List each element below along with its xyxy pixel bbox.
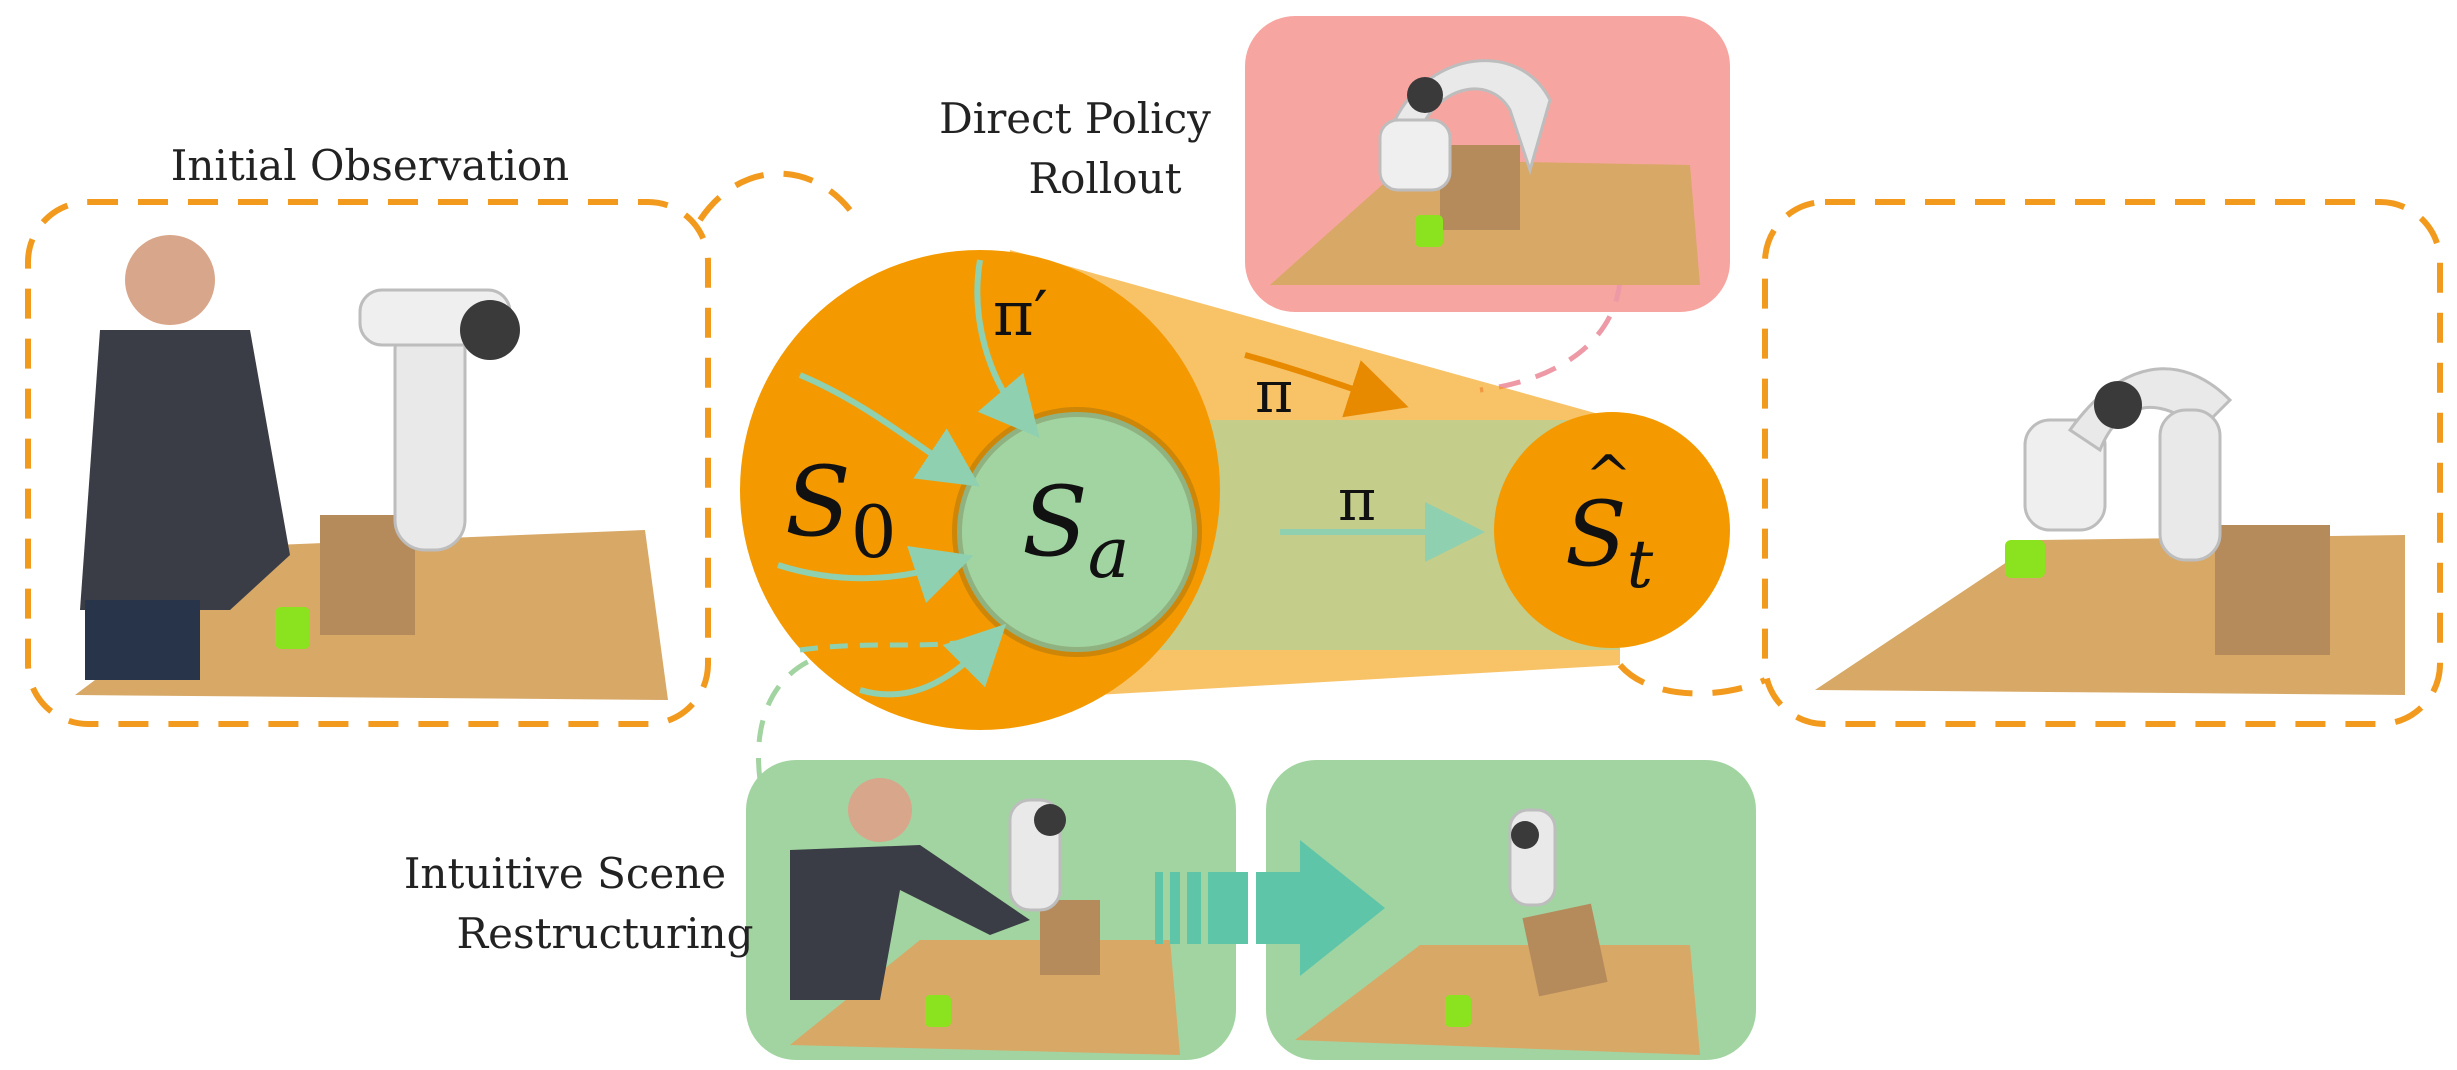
initial-observation-label: Initial Observation bbox=[171, 141, 569, 190]
pi-upper-label: π bbox=[1255, 358, 1293, 426]
sa-label: Sa bbox=[1022, 466, 1130, 594]
initial-scene-illustration bbox=[75, 235, 668, 700]
rollout-to-pi-connector bbox=[1479, 279, 1623, 393]
arrow-s0-middle bbox=[777, 546, 974, 603]
direct-policy-scene-illustration bbox=[1270, 59, 1700, 285]
st-label: St bbox=[1565, 482, 1654, 603]
arrow-s0-lower bbox=[859, 623, 1007, 698]
restructuring-scene-2-illustration bbox=[1295, 808, 1700, 1055]
initial-observation-frame bbox=[25, 199, 711, 727]
pi-prime-label: π′ bbox=[993, 277, 1048, 350]
fast-forward-arrow bbox=[1155, 840, 1385, 976]
sa-subscript: a bbox=[1088, 512, 1130, 594]
st-hat: ^ bbox=[1585, 444, 1632, 509]
final-scene-illustration bbox=[1815, 367, 2405, 695]
initial-to-s0-connector bbox=[697, 170, 853, 222]
arrow-pi-upper bbox=[1244, 352, 1409, 418]
pi-lower-label: π bbox=[1338, 466, 1376, 534]
final-state-frame bbox=[1762, 199, 2443, 727]
s0-label: S0 bbox=[785, 446, 897, 574]
arrow-pi-prime bbox=[974, 259, 1040, 438]
st-region bbox=[1494, 412, 1730, 648]
restructuring-label-1: Intuitive Scene bbox=[404, 849, 726, 898]
s0-subscript: 0 bbox=[851, 490, 897, 574]
st-to-final-connector bbox=[1617, 662, 1767, 697]
sa-region bbox=[952, 407, 1202, 657]
restructuring-scene-1-illustration bbox=[790, 778, 1180, 1055]
direct-policy-label-2: Rollout bbox=[1029, 154, 1182, 203]
arrow-s0-lower-dashed bbox=[799, 637, 976, 653]
arrow-s0-upper bbox=[798, 372, 980, 487]
restructuring-label-2: Restructuring bbox=[457, 909, 754, 958]
direct-policy-label-1: Direct Policy bbox=[939, 94, 1211, 143]
st-subscript: t bbox=[1627, 526, 1654, 603]
